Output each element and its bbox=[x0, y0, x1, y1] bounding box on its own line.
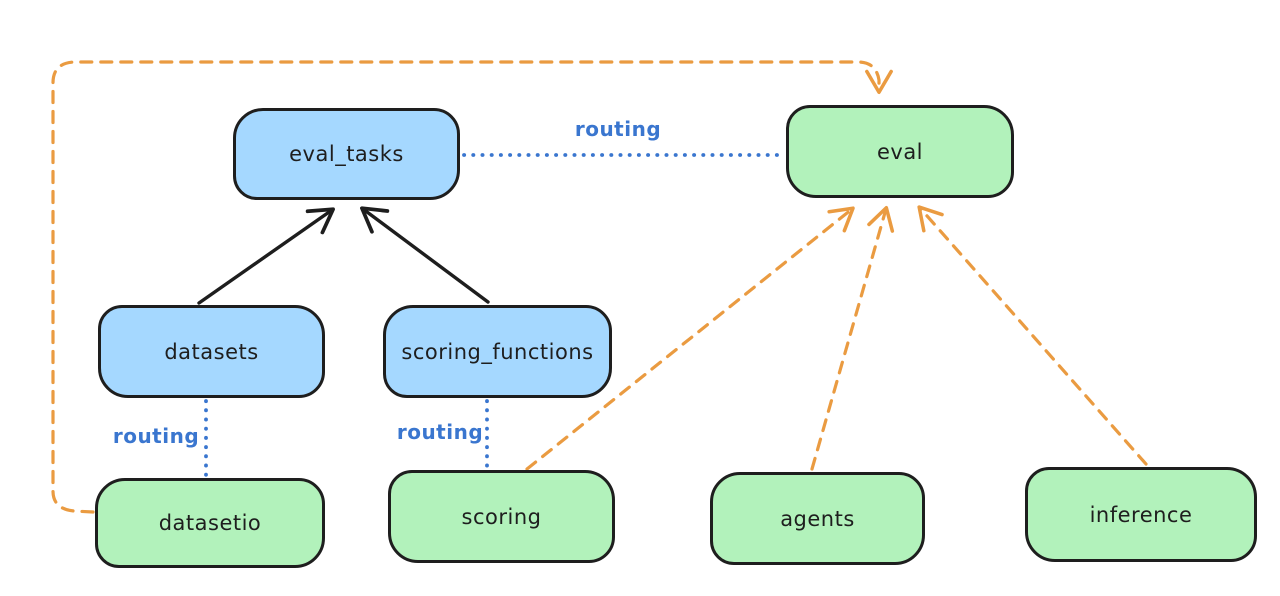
node-datasetio-label: datasetio bbox=[158, 511, 262, 535]
node-agents-label: agents bbox=[780, 506, 855, 531]
node-eval-tasks-label: eval_tasks bbox=[289, 142, 404, 166]
edge-inference-to-eval bbox=[917, 205, 1148, 466]
node-scoring-functions-label: scoring_functions bbox=[401, 339, 594, 364]
node-eval: eval bbox=[786, 105, 1014, 198]
edge-scoring-to-eval bbox=[525, 206, 855, 471]
node-datasetio: datasetio bbox=[95, 478, 325, 568]
node-eval-label: eval bbox=[876, 139, 924, 164]
edge-agents-to-eval bbox=[810, 206, 895, 471]
node-scoring-functions: scoring_functions bbox=[383, 305, 612, 398]
node-inference-label: inference bbox=[1089, 502, 1193, 527]
node-datasets-label: datasets bbox=[164, 339, 259, 364]
node-datasets: datasets bbox=[98, 305, 325, 398]
edge-datasets-to-eval-tasks bbox=[197, 207, 335, 305]
edge-scoring-functions-to-eval-tasks bbox=[360, 206, 490, 304]
edge-label-routing-eval-tasks-eval: routing bbox=[574, 117, 662, 141]
node-scoring-label: scoring bbox=[461, 504, 542, 529]
edge-label-routing-scoring-functions-scoring: routing bbox=[396, 420, 484, 444]
node-scoring: scoring bbox=[388, 470, 615, 563]
node-eval-tasks: eval_tasks bbox=[233, 108, 460, 200]
edge-label-routing-datasets-datasetio: routing bbox=[112, 424, 200, 448]
node-agents: agents bbox=[710, 472, 925, 565]
node-inference: inference bbox=[1025, 467, 1257, 562]
